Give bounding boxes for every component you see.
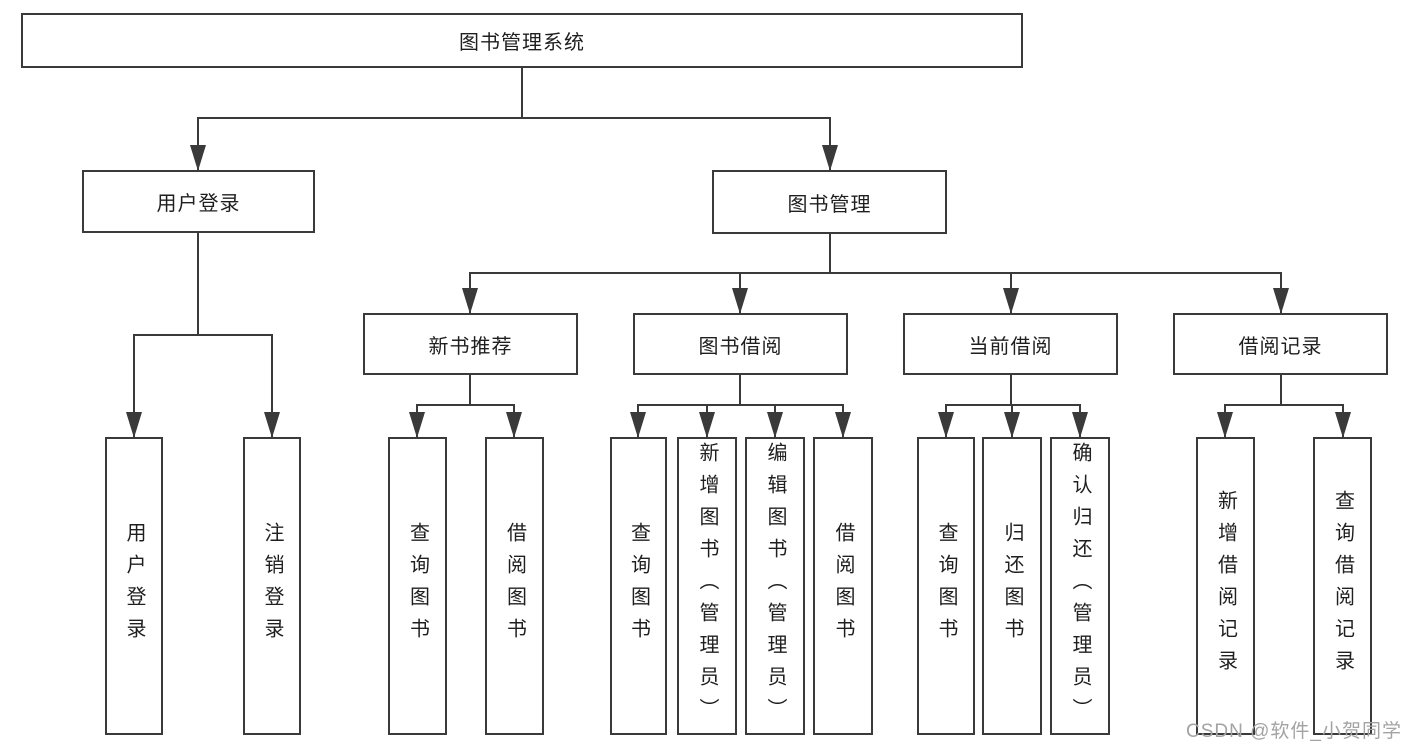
leaf-rec-query-book: 查询图书 bbox=[388, 437, 447, 735]
leaf-rec-borrow-book: 借阅图书 bbox=[485, 437, 544, 735]
node-current-borrow: 当前借阅 bbox=[903, 313, 1118, 375]
csdn-watermark: CSDN @软件_小贺同学 bbox=[1186, 721, 1402, 742]
node-book-borrow-label: 图书借阅 bbox=[698, 335, 783, 358]
node-borrow-records: 借阅记录 bbox=[1173, 313, 1388, 375]
leaf-rec-query-book-label: 查询图书 bbox=[406, 522, 429, 650]
node-book-management-label: 图书管理 bbox=[787, 193, 872, 216]
node-new-book-recommend: 新书推荐 bbox=[363, 313, 578, 375]
leaf-query-borrow-record: 查询借阅记录 bbox=[1313, 437, 1372, 735]
leaf-cur-query-book-label: 查询图书 bbox=[935, 522, 957, 650]
leaf-cur-confirm-return-admin: 确认归还（管理员） bbox=[1050, 437, 1110, 735]
tree-elbow-lines bbox=[133, 67, 1344, 406]
node-current-borrow-label: 当前借阅 bbox=[968, 335, 1053, 358]
leaf-bor-query-book-label: 查询图书 bbox=[627, 522, 650, 650]
leaf-bor-add-book-admin: 新增图书（管理员） bbox=[677, 437, 737, 735]
leaf-query-borrow-record-label: 查询借阅记录 bbox=[1331, 490, 1354, 682]
leaf-cur-return-book: 归还图书 bbox=[982, 437, 1042, 735]
leaf-cur-return-book-label: 归还图书 bbox=[1001, 522, 1023, 650]
node-book-borrow: 图书借阅 bbox=[633, 313, 848, 375]
leaf-logout-label: 注销登录 bbox=[261, 522, 283, 650]
node-root-system: 图书管理系统 bbox=[21, 13, 1023, 68]
node-root-system-label: 图书管理系统 bbox=[459, 32, 585, 54]
leaf-user-login: 用户登录 bbox=[105, 437, 163, 735]
leaf-cur-confirm-return-admin-label: 确认归还（管理员） bbox=[1069, 442, 1091, 730]
leaf-rec-borrow-book-label: 借阅图书 bbox=[503, 522, 526, 650]
node-new-book-recommend-label: 新书推荐 bbox=[428, 335, 513, 358]
leaf-bor-edit-book-admin-label: 编辑图书（管理员） bbox=[764, 442, 786, 730]
leaf-user-login-label: 用户登录 bbox=[123, 522, 145, 650]
leaf-add-borrow-record: 新增借阅记录 bbox=[1196, 437, 1255, 735]
leaf-bor-add-book-admin-label: 新增图书（管理员） bbox=[696, 442, 718, 730]
leaf-bor-query-book: 查询图书 bbox=[610, 437, 667, 735]
node-borrow-records-label: 借阅记录 bbox=[1238, 335, 1323, 358]
node-book-management: 图书管理 bbox=[712, 170, 947, 234]
leaf-bor-borrow-book-label: 借阅图书 bbox=[832, 522, 854, 650]
node-user-login-label: 用户登录 bbox=[156, 193, 241, 215]
leaf-logout: 注销登录 bbox=[243, 437, 301, 735]
leaf-bor-borrow-book: 借阅图书 bbox=[813, 437, 873, 735]
node-user-login: 用户登录 bbox=[82, 170, 315, 233]
leaf-bor-edit-book-admin: 编辑图书（管理员） bbox=[745, 437, 805, 735]
leaf-cur-query-book: 查询图书 bbox=[917, 437, 975, 735]
leaf-add-borrow-record-label: 新增借阅记录 bbox=[1214, 490, 1237, 682]
